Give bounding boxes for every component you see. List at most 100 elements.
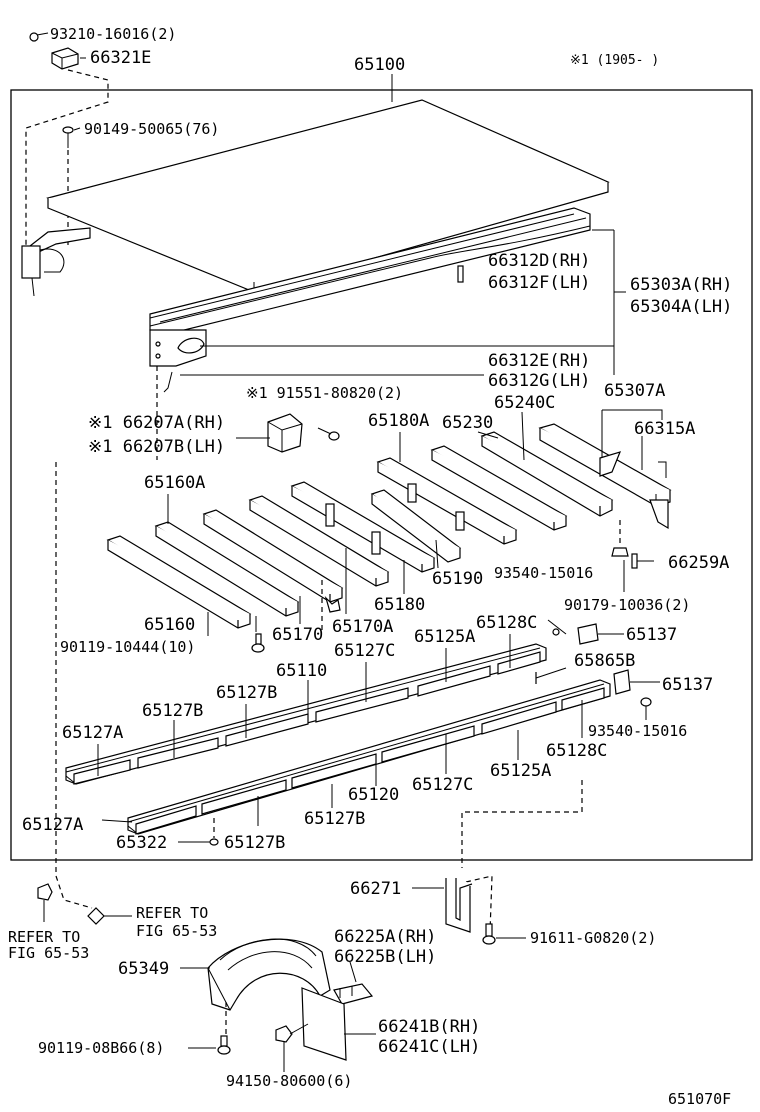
cross-member-65190-icon [370, 489, 462, 563]
part-label: 65127B [224, 833, 285, 853]
part-label: 65127B [304, 809, 365, 829]
figure-code: 651070F [668, 1090, 731, 1108]
reference-note: FIG 65-53 [136, 922, 217, 940]
part-label: 65120 [348, 785, 399, 805]
sill-65110-icon [65, 643, 547, 785]
part-label: 66259A [668, 553, 729, 573]
part-label: 66312G(LH) [488, 371, 590, 391]
leader-line [477, 431, 499, 439]
part-label: 66225A(RH) [334, 927, 436, 947]
part-label: 65170A [332, 617, 393, 637]
part-label: 65127A [62, 723, 123, 743]
bolt-icon [251, 633, 265, 653]
part-label: 65170 [272, 625, 323, 645]
bolt-icon [611, 547, 654, 569]
part-label: 65303A(RH) [630, 275, 732, 295]
part-label: 66315A [634, 419, 695, 439]
side-rail-left-icon [21, 227, 91, 297]
screw-icon [62, 126, 81, 148]
part-label: 66312D(RH) [488, 251, 590, 271]
leader-line [521, 411, 525, 461]
part-label: 65307A [604, 381, 665, 401]
reference-note: FIG 65-53 [8, 944, 89, 962]
bracket-65137-icon [547, 619, 624, 645]
leader-line [435, 539, 439, 569]
part-label: 65128C [476, 613, 537, 633]
part-label: 90119-08B66(8) [38, 1039, 164, 1057]
leader-line [349, 961, 357, 983]
part-label: 66321E [90, 48, 151, 68]
bracket-65137-icon [613, 669, 660, 720]
part-label: 91611-G0820(2) [530, 929, 656, 947]
part-label: 65180 [374, 595, 425, 615]
dashed-leader [25, 69, 109, 248]
part-label: 66312E(RH) [488, 351, 590, 371]
nut-icon [37, 883, 53, 922]
part-label: 65125A [414, 627, 475, 647]
part-label: 93540-15016 [588, 722, 687, 740]
part-label: 65180A [368, 411, 429, 431]
cross-member-65170-icon [202, 509, 344, 603]
bracket-66271-icon [445, 878, 473, 933]
part-label: 65240C [494, 393, 555, 413]
part-label: 66271 [350, 879, 401, 899]
part-label: 65190 [432, 569, 483, 589]
bolt-icon [29, 32, 49, 42]
part-label: 65125A [490, 761, 551, 781]
dashed-leader [461, 780, 583, 868]
note-marker: ※1 (1905- ) [570, 53, 659, 68]
bolt-icon [87, 907, 132, 925]
part-label: 65137 [662, 675, 713, 695]
reference-note: REFER TO [136, 904, 208, 922]
pin-icon [209, 818, 219, 846]
part-label: 65160 [144, 615, 195, 635]
part-label: 90179-10036(2) [564, 596, 690, 614]
part-label: 65137 [626, 625, 677, 645]
leader-line [535, 667, 567, 679]
cross-member-65180a-icon [376, 457, 518, 545]
assembly-number: 65100 [354, 55, 405, 75]
part-label: 65304A(LH) [630, 297, 732, 317]
sill-65120-icon [127, 679, 611, 835]
part-label: 93210-16016(2) [50, 25, 176, 43]
dashed-leader [55, 875, 93, 909]
part-label: 65349 [118, 959, 169, 979]
part-label: 65230 [442, 413, 493, 433]
part-label: 65160A [144, 473, 205, 493]
cross-member-65160-icon [106, 535, 252, 629]
part-label: 90119-10444(10) [60, 638, 195, 656]
nut-icon [275, 1023, 309, 1072]
bracket-66207-icon [267, 413, 340, 453]
part-label: 66312F(LH) [488, 273, 590, 293]
part-label: 65127C [334, 641, 395, 661]
part-label: 65322 [116, 833, 167, 853]
part-label: 66241C(LH) [378, 1037, 480, 1057]
part-label: 93540-15016 [494, 564, 593, 582]
part-label: ※1 91551-80820(2) [246, 384, 403, 402]
clip-icon [324, 595, 341, 613]
part-label: 65127C [412, 775, 473, 795]
bolt-icon [188, 1035, 231, 1055]
part-label: 65128C [546, 741, 607, 761]
hook-icon [163, 371, 173, 393]
part-label: 90149-50065(76) [84, 120, 219, 138]
part-label: 65127B [142, 701, 203, 721]
part-label: 66241B(RH) [378, 1017, 480, 1037]
part-label: ※1 66207B(LH) [88, 437, 225, 457]
part-label: ※1 66207A(RH) [88, 413, 225, 433]
part-label: 66225B(LH) [334, 947, 436, 967]
dashed-leader [465, 875, 493, 933]
bolt-icon [482, 923, 526, 945]
assembly-frame [10, 89, 753, 861]
hook-icon [658, 461, 667, 478]
part-label: 94150-80600(6) [226, 1072, 352, 1090]
leader-line [602, 409, 663, 420]
leader-line [101, 819, 133, 823]
cross-member-65230-icon [430, 445, 568, 531]
cross-member-65180-icon [290, 481, 436, 573]
reference-note: REFER TO [8, 928, 80, 946]
part-label: 65110 [276, 661, 327, 681]
cross-member-65240c-icon [480, 431, 614, 517]
part-label: 65127B [216, 683, 277, 703]
